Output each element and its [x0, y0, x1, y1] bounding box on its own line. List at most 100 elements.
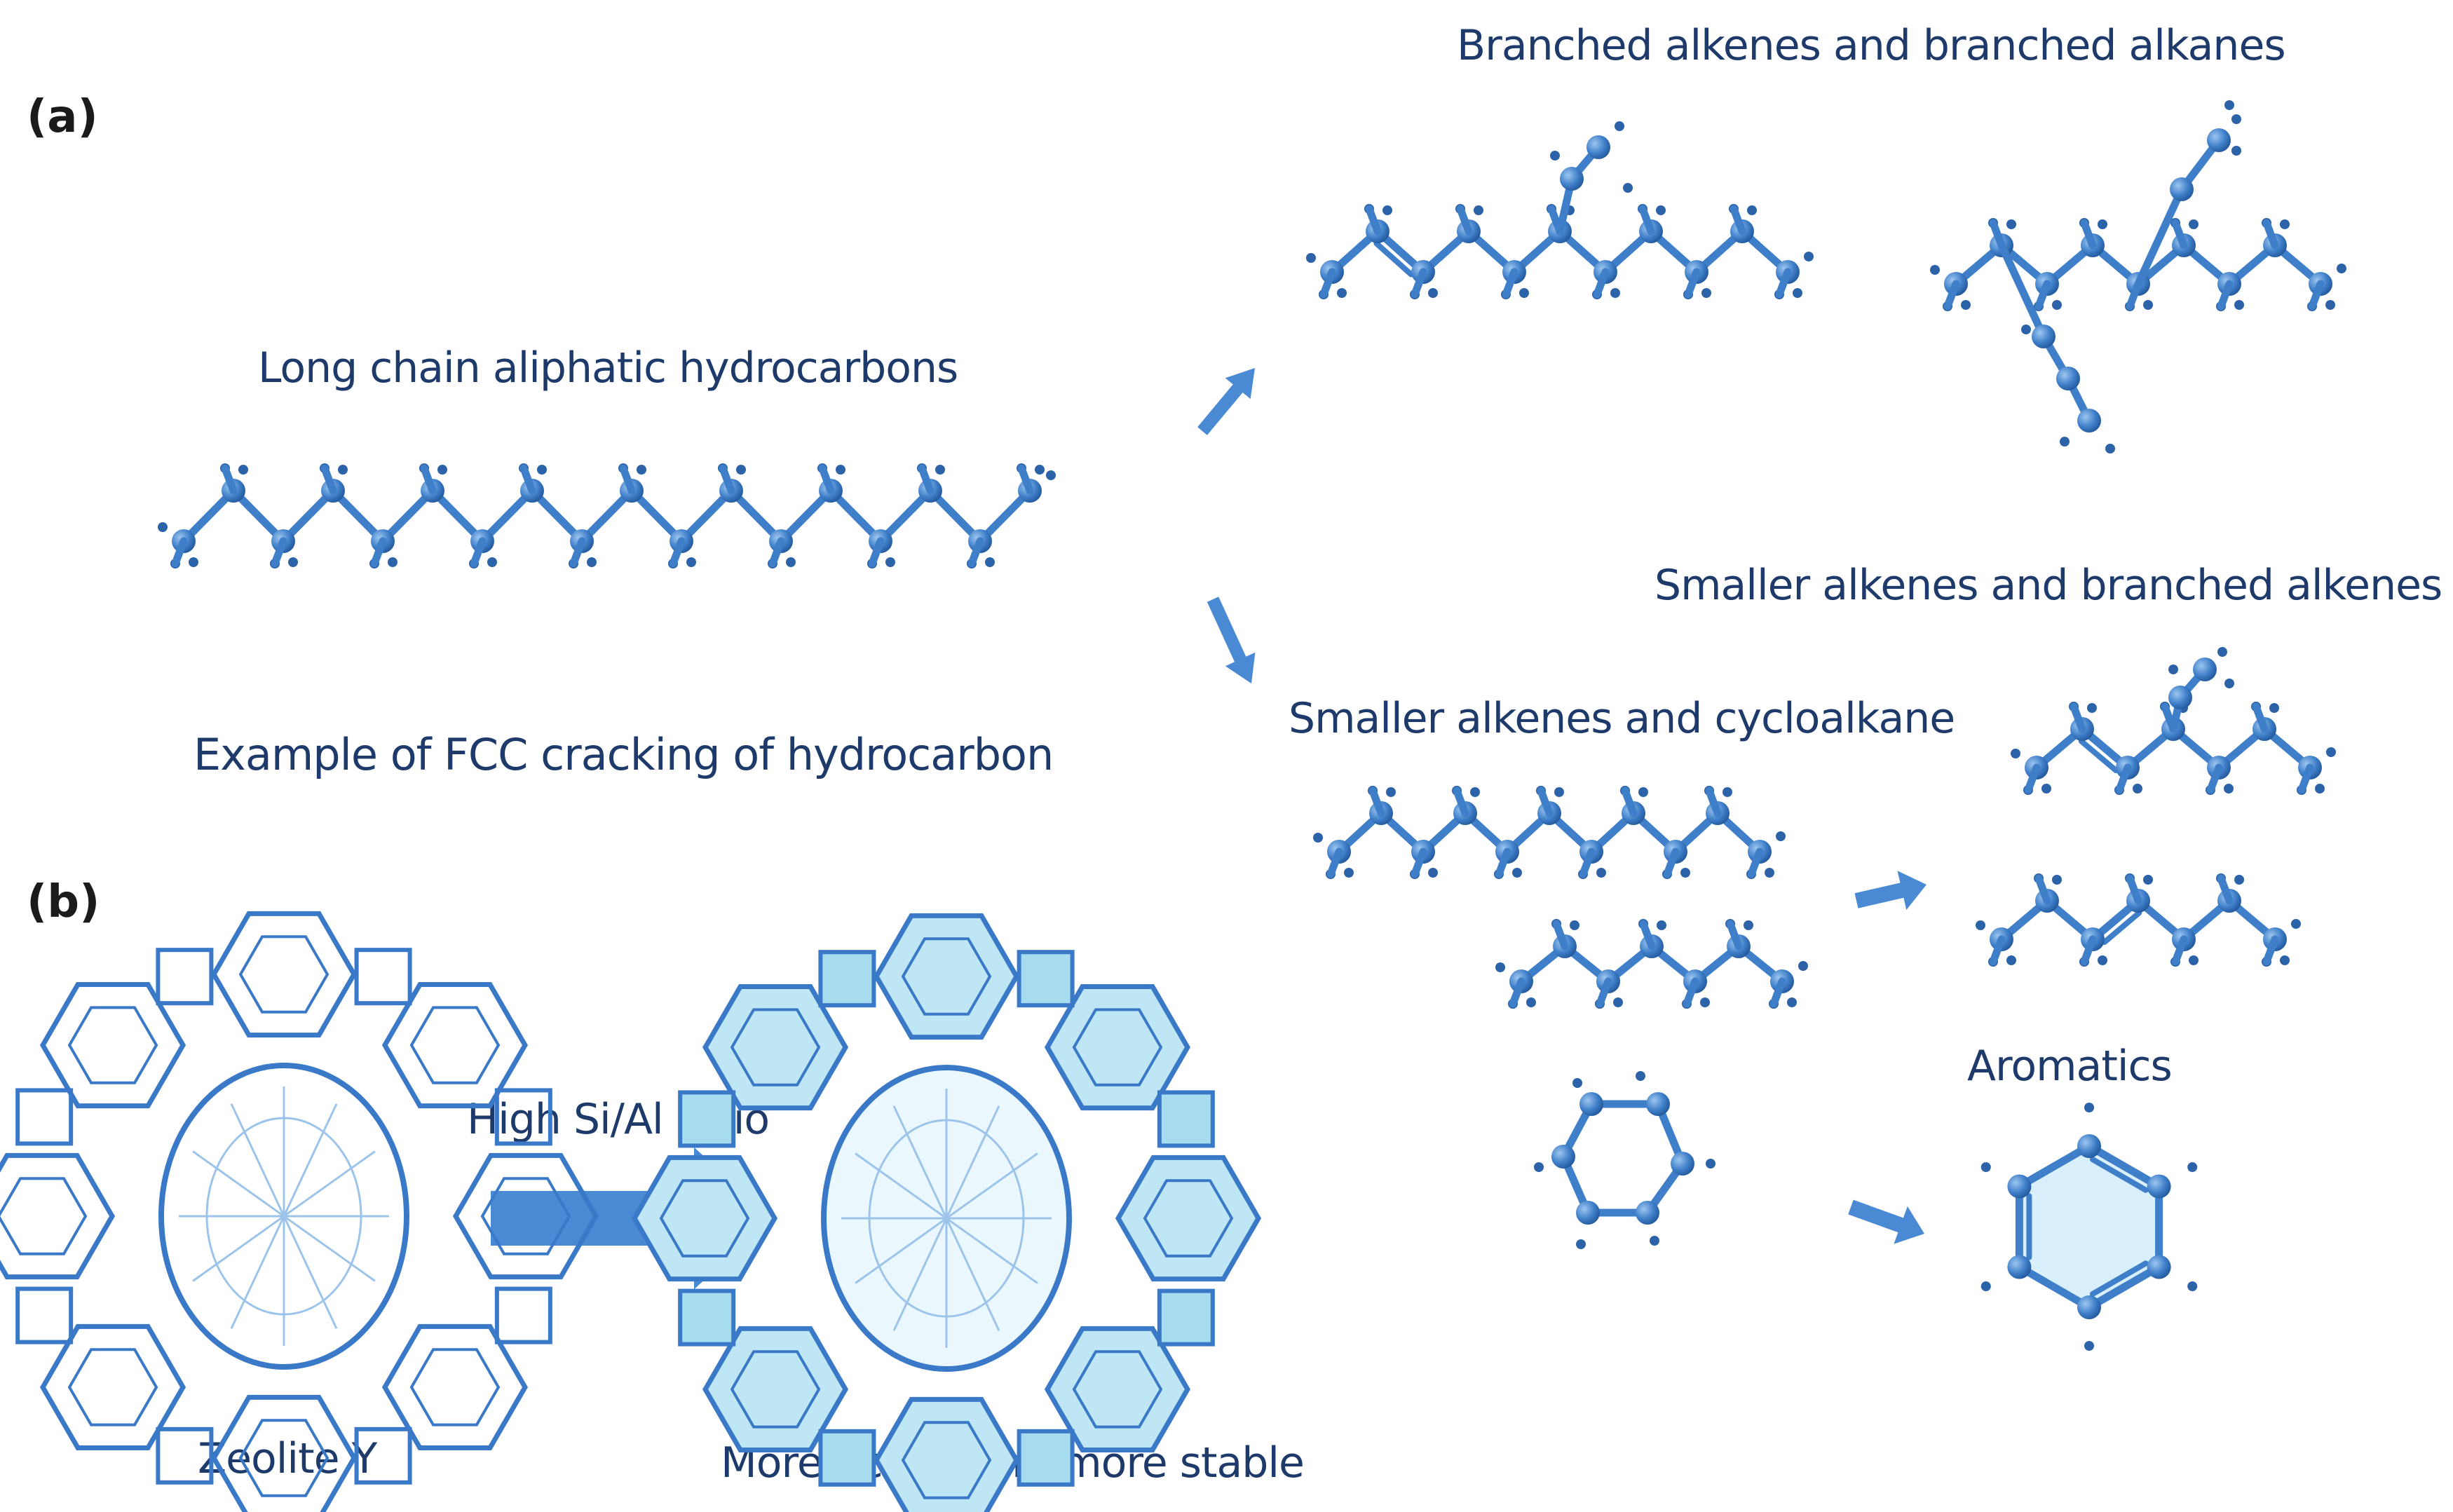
bond	[2206, 763, 2223, 794]
bond	[2080, 219, 2097, 250]
bond	[2308, 280, 2325, 311]
cage-inner-ring	[480, 1177, 571, 1255]
bond	[1579, 847, 1596, 878]
double-ring-prism	[1157, 1090, 1215, 1148]
double-ring-prism	[678, 1090, 736, 1148]
hydrogen-atom	[1526, 997, 1536, 1007]
bond	[2015, 1142, 2093, 1190]
sodalite-cage	[381, 1323, 528, 1451]
cage-inner-ring	[67, 1348, 158, 1426]
label-smaller-cyclo: Smaller alkenes and cycloalkane	[1289, 694, 1955, 743]
bond	[470, 537, 487, 568]
bond	[918, 464, 935, 495]
bond	[271, 537, 287, 568]
hydrogen-atom	[2269, 703, 2279, 713]
bond	[320, 464, 337, 495]
double-ring-prism	[494, 1088, 552, 1146]
sodalite-cage	[631, 1155, 778, 1282]
hydrogen-atom	[2291, 919, 2301, 929]
bond	[420, 464, 437, 495]
label-fcc-example: Example of FCC cracking of hydrocarbon	[193, 729, 1054, 780]
bond	[2217, 874, 2234, 905]
hydrogen-atom	[1428, 288, 1438, 298]
cycloalkane-molecule	[1534, 1071, 1715, 1249]
label-branched-alkenes-alkanes: Branched alkenes and branched alkanes	[1457, 21, 2286, 70]
carbon-atom	[1636, 1201, 1659, 1225]
double-ring-prism	[354, 1426, 412, 1485]
double-bond	[2078, 738, 2119, 774]
bond	[1502, 268, 1518, 299]
double-ring-prism	[1157, 1288, 1215, 1347]
bond	[171, 537, 188, 568]
bond	[2126, 280, 2142, 311]
hydrogen-atom	[437, 465, 447, 475]
bond	[619, 464, 636, 495]
hydrogen-atom	[1980, 1281, 1991, 1291]
carbon-atom	[2170, 177, 2194, 201]
hydrogen-atom	[1519, 288, 1529, 298]
pore-inner-ring	[868, 1119, 1025, 1318]
label-aromatics: Aromatics	[1967, 1042, 2173, 1091]
hydrogen-atom	[2187, 1162, 2198, 1172]
hydrogen-atom	[985, 557, 995, 567]
bond	[1639, 920, 1656, 951]
hydrogen-atom	[1554, 787, 1564, 797]
cage-inner-ring	[238, 1419, 329, 1497]
carbon-atom	[2147, 1174, 2171, 1199]
hydrogen-atom	[2280, 219, 2290, 229]
double-ring-prism	[15, 1088, 74, 1146]
sodalite-cage	[702, 983, 849, 1111]
hydrogen-atom	[1046, 470, 1056, 480]
cage-inner-ring	[409, 1348, 501, 1426]
bond	[519, 464, 536, 495]
carbon-atom	[2077, 409, 2101, 433]
hydrogen-atom	[487, 557, 497, 567]
hydrogen-atom	[1776, 831, 1786, 841]
bond	[2262, 219, 2279, 250]
hydrogen-atom	[1610, 288, 1620, 298]
hydrogen-atom	[338, 465, 348, 475]
double-ring-prism	[1017, 950, 1075, 1008]
carbon-atom	[2207, 128, 2231, 152]
sodalite-cage	[873, 1396, 1020, 1512]
hydrogen-atom	[2224, 100, 2234, 110]
reaction-arrow	[1197, 368, 1255, 435]
hydrogen-atom	[2189, 219, 2199, 229]
bond	[2126, 874, 2142, 905]
bond	[1621, 786, 1638, 817]
cage-inner-ring	[730, 1350, 821, 1429]
double-ring-prism	[1017, 1429, 1075, 1487]
hydrogen-atom	[885, 557, 895, 567]
sodalite-cage	[40, 981, 186, 1109]
hydrogen-atom	[2143, 875, 2153, 885]
hydrogen-atom	[1534, 1162, 1544, 1172]
hydrogen-atom	[1470, 787, 1480, 797]
sodalite-cage	[1044, 983, 1190, 1111]
bond	[1411, 268, 1427, 299]
sodalite-cage	[702, 1326, 849, 1453]
hydrogen-atom	[1722, 787, 1732, 797]
hydrogen-atom	[587, 557, 597, 567]
hydrogen-atom	[158, 522, 168, 532]
carbon-atom	[2077, 1295, 2101, 1319]
branched-alkane-molecule	[1930, 100, 2346, 454]
carbon-atom	[2077, 1134, 2101, 1158]
bond	[1730, 205, 1746, 236]
hydrogen-atom	[686, 557, 696, 567]
bond	[2115, 763, 2132, 794]
modified-zeolite-structure	[631, 913, 1262, 1512]
hydrogen-atom	[2187, 1281, 2198, 1291]
bond	[2015, 1263, 2093, 1312]
smaller-branched-alkene-molecule	[2011, 647, 2336, 795]
hydrogen-atom	[1623, 183, 1633, 193]
bond	[1943, 280, 1960, 311]
panel-label-b: (b)	[27, 876, 100, 928]
bond	[1726, 920, 1743, 951]
hydrogen-atom	[288, 557, 298, 567]
long-chain-hydrocarbon-molecule	[158, 463, 1056, 568]
hydrogen-atom	[736, 465, 746, 475]
pore-inner-ring	[205, 1117, 362, 1316]
hydrogen-atom	[1495, 962, 1505, 972]
hydrogen-atom	[2098, 955, 2107, 965]
